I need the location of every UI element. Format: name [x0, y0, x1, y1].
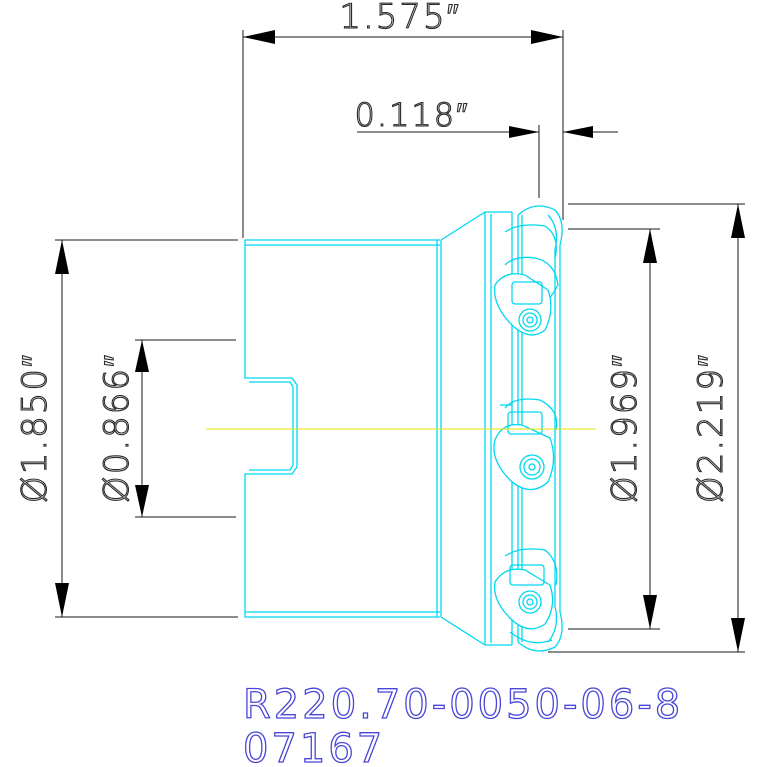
dim-label-insert-offset: 0.118″	[355, 96, 470, 134]
dim-shank-diameter: Ø1.850″	[14, 239, 238, 618]
insert-pocket-bottom	[493, 548, 558, 644]
dim-bore-diameter: Ø0.866″	[96, 339, 236, 518]
dim-overall-length: 1.575″	[242, 0, 564, 238]
dim-label-shank-diameter: Ø1.850″	[15, 353, 55, 503]
part-code: 07167	[243, 726, 385, 767]
dim-label-pitch-diameter: Ø1.969″	[605, 353, 645, 503]
dim-label-bore-diameter: Ø0.866″	[97, 353, 137, 503]
dim-pitch-diameter: Ø1.969″	[568, 228, 660, 630]
insert-pocket-middle	[493, 398, 558, 491]
shank-outline	[244, 239, 440, 618]
dim-cutting-diameter: Ø2.219″	[548, 203, 745, 653]
dim-label-cutting-diameter: Ø2.219″	[691, 353, 731, 503]
body-taper	[440, 211, 512, 241]
insert-pocket-top	[493, 224, 559, 336]
dim-label-overall-length: 1.575″	[339, 0, 460, 37]
part-designation: R220.70-0050-06-8	[243, 682, 683, 728]
dim-insert-offset: 0.118″	[354, 95, 618, 200]
keyway-inner	[249, 381, 294, 471]
